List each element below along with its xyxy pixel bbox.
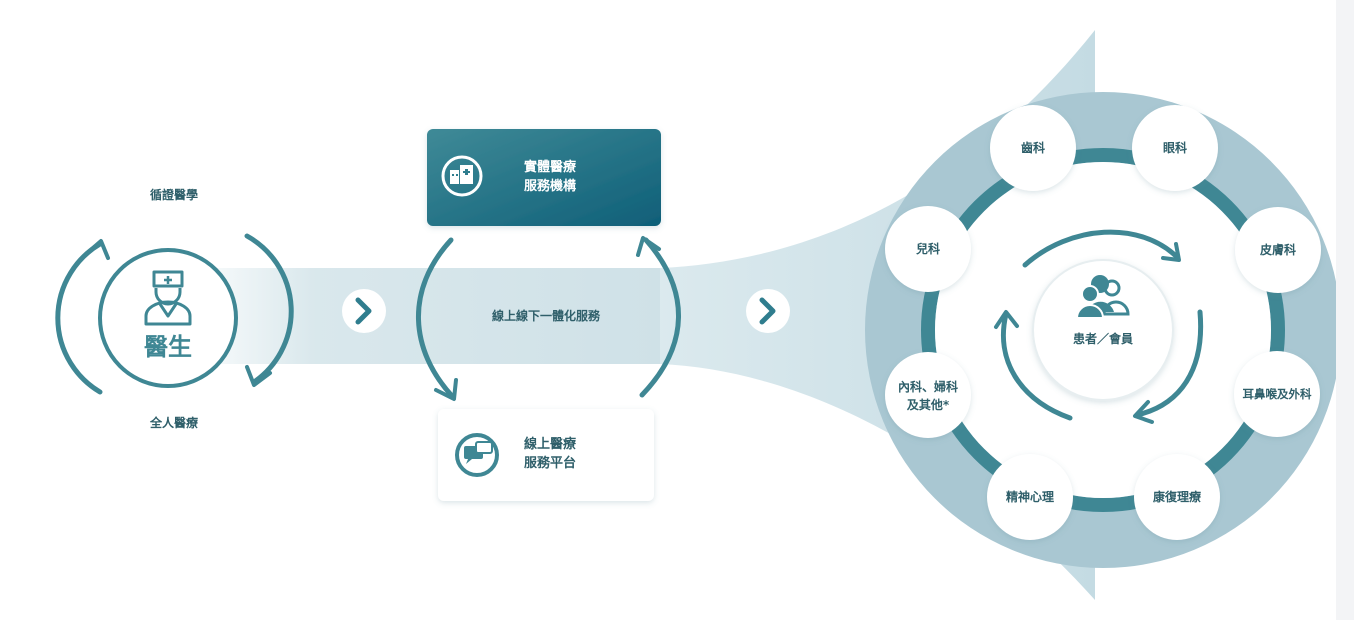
doctor-bottom-label: 全人醫療: [149, 415, 198, 430]
svg-text:康復理療: 康復理療: [1153, 489, 1201, 504]
svg-text:眼科: 眼科: [1163, 140, 1187, 155]
hospital-icon: [441, 155, 483, 197]
middle-right-arrow: [639, 237, 681, 398]
doctor-right-arrow: [244, 233, 294, 385]
specialty-dermatology: 皮膚科: [1235, 207, 1321, 293]
svg-text:及其他*: 及其他*: [907, 397, 950, 412]
svg-text:內科、婦科: 內科、婦科: [898, 379, 958, 394]
integration-label: 線上線下一體化服務: [492, 308, 601, 323]
page-edge-strip: [1336, 0, 1354, 620]
online-line2: 服務平台: [524, 455, 576, 471]
specialty-internal: 內科、婦科 及其他*: [885, 352, 971, 438]
svg-text:兒科: 兒科: [916, 241, 940, 256]
specialty-ent-surgery: 耳鼻喉及外科: [1234, 351, 1320, 437]
physical-line2: 服務機構: [524, 178, 576, 194]
svg-text:精神心理: 精神心理: [1006, 489, 1054, 504]
physical-institution-box: 實體醫療 服務機構: [427, 129, 661, 226]
physical-line1: 實體醫療: [524, 159, 577, 175]
doctor-left-arrow: [55, 241, 103, 395]
doctor-icon: [144, 270, 192, 326]
specialty-dental: 齒科: [990, 105, 1076, 191]
specialty-psychiatry: 精神心理: [987, 454, 1073, 540]
center-label: 患者／會員: [1073, 331, 1133, 346]
middle-left-arrow: [416, 237, 455, 399]
svg-text:皮膚科: 皮膚科: [1259, 242, 1296, 257]
flow-band: [200, 268, 660, 364]
doctor-node: 醫生: [55, 233, 294, 395]
doctor-name: 醫生: [144, 333, 192, 361]
svg-text:耳鼻喉及外科: 耳鼻喉及外科: [1243, 387, 1312, 401]
chevron-right-icon: [342, 289, 386, 333]
chevron-right-icon: [746, 289, 790, 333]
people-icon: [1075, 275, 1130, 319]
online-platform-box: 線上醫療 服務平台: [438, 409, 654, 501]
online-line1: 線上醫療: [524, 436, 577, 452]
specialty-ring: 患者／會員: [865, 92, 1341, 568]
doctor-top-label: 循證醫學: [150, 187, 198, 202]
specialty-pediatrics: 兒科: [885, 206, 971, 292]
svg-text:齒科: 齒科: [1021, 140, 1045, 155]
chat-bubbles-icon: [455, 433, 499, 477]
specialty-ophthalmology: 眼科: [1132, 105, 1218, 191]
specialty-rehab: 康復理療: [1134, 454, 1220, 540]
